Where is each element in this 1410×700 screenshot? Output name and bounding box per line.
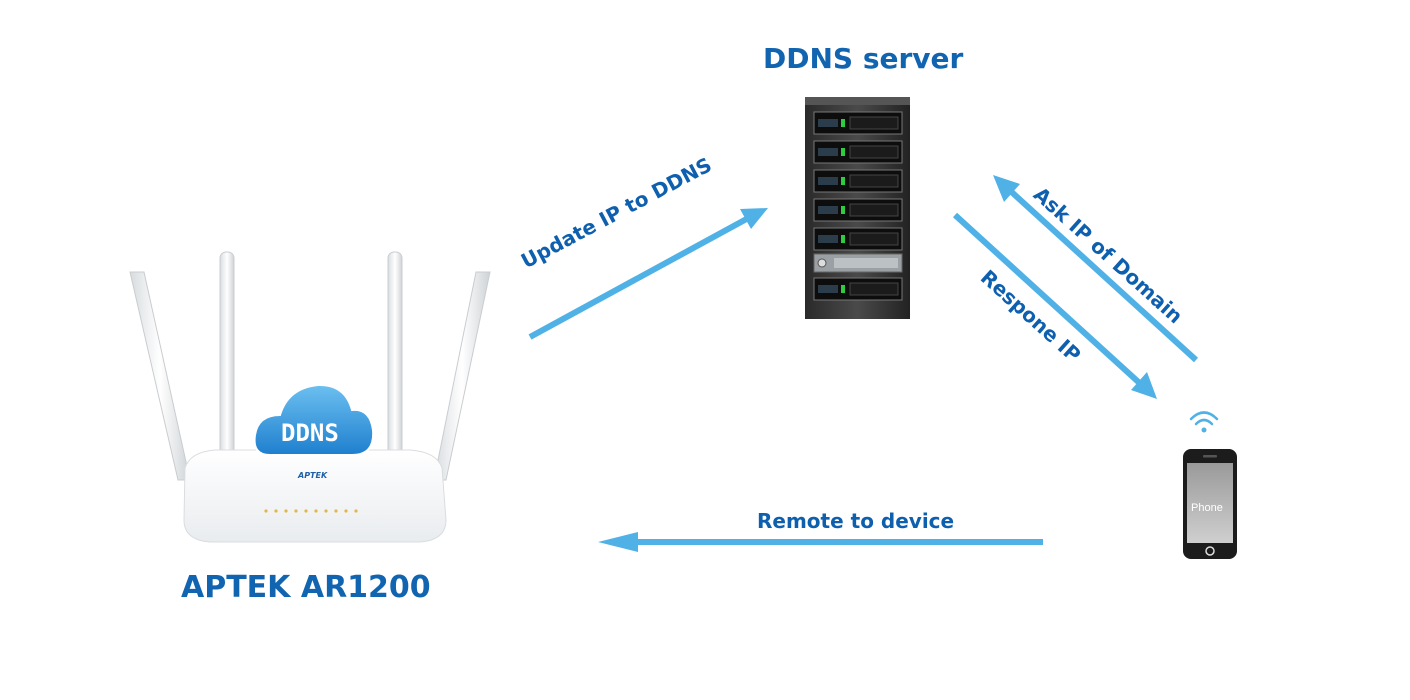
arrow-label-remote: Remote to device [757, 509, 955, 533]
arrow-update-ip [528, 208, 768, 340]
cloud-icon [253, 383, 375, 456]
arrow-respond-ip [952, 212, 1157, 399]
server-title: DDNS server [763, 42, 964, 75]
wifi-signal-icon [1189, 411, 1219, 433]
router-antennas [129, 251, 491, 481]
router-title: APTEK AR1200 [181, 570, 431, 605]
router-brand-mark: APTEK [298, 471, 328, 480]
server-units [813, 111, 903, 301]
arrow-ask-ip [993, 175, 1199, 363]
wifi-router-icon [129, 251, 491, 543]
arrow-remote [598, 532, 1043, 552]
phone-screen-label: Phone [1191, 502, 1223, 514]
server-rack-icon [805, 97, 910, 319]
cloud-label: DDNS [281, 419, 339, 447]
smartphone-icon [1183, 449, 1237, 559]
